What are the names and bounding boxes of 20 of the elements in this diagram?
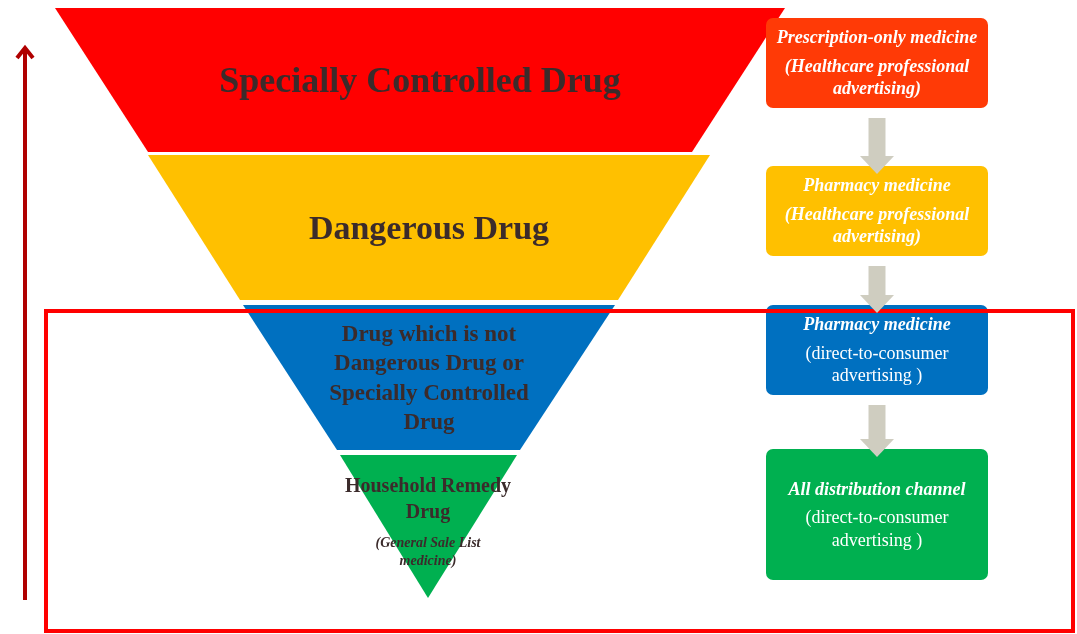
category-box [766, 166, 988, 256]
box-subtitle: (direct-to-consumer advertising ) [804, 506, 950, 552]
box-subtitle: (direct-to-consumer advertising ) [804, 341, 950, 387]
box-subtitle: (Healthcare professional advertising) [783, 202, 971, 248]
box-title: All distribution channel [788, 477, 966, 501]
pyramid-tier [243, 305, 615, 450]
block-arrow [860, 266, 894, 313]
box-subtitle: (Healthcare professional advertising) [783, 54, 971, 100]
category-box [766, 449, 988, 580]
block-arrow [860, 118, 894, 174]
tier-label: Dangerous Drug [307, 207, 551, 248]
block-arrow [860, 405, 894, 457]
box-title: Pharmacy medicine [803, 313, 951, 336]
box-title: Pharmacy medicine [803, 174, 951, 197]
box-title: Prescription-only medicine [776, 26, 978, 49]
tier-label: Drug which is not Dangerous Drug or Specially Controlled Drug [328, 319, 530, 436]
pyramid-tier [148, 155, 710, 300]
category-box [766, 305, 988, 395]
tier-label: Specially Controlled Drug [218, 58, 622, 102]
category-box [766, 18, 988, 108]
